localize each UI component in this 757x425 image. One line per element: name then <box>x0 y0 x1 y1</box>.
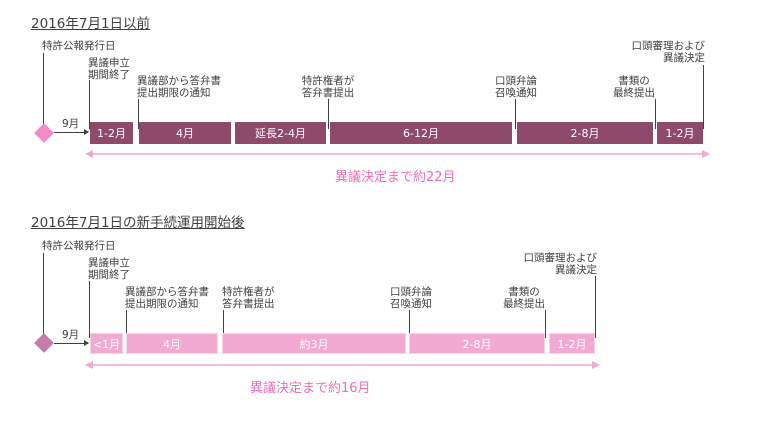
label-9-months: 9月 <box>62 118 80 130</box>
label-patentee-reply: 特許権者が 答弁書提出 <box>301 75 355 99</box>
marker-line <box>655 99 656 129</box>
segment-2: 4月 <box>139 122 231 144</box>
marker-line <box>89 281 90 338</box>
segment-3: 延長2-4月 <box>235 122 326 144</box>
total-duration-label: 異議決定まで約22月 <box>335 170 456 185</box>
total-duration-label: 異議決定まで約16月 <box>250 381 371 396</box>
label-patent-issue: 特許公報発行日 <box>42 40 116 52</box>
start-diamond-icon <box>34 123 54 143</box>
label-oral-summons: 口頭弁論 召喚通知 <box>390 286 432 310</box>
arrow-head-icon <box>84 129 89 135</box>
marker-line <box>703 65 704 129</box>
label-oral-decision: 口頭審理および 異議決定 <box>523 252 598 276</box>
section1-title: 2016年7月1日以前 <box>31 16 151 32</box>
label-opposition-end: 異議申立 期間終了 <box>88 57 130 81</box>
label-final-submission: 書類の 最終提出 <box>613 75 655 99</box>
segment-3: 約3月 <box>222 333 406 354</box>
section2-title: 2016年7月1日の新手続運用開始後 <box>31 215 245 231</box>
label-opposition-end: 異議申立 期間終了 <box>88 257 130 281</box>
marker-line <box>409 310 410 338</box>
marker-line <box>89 80 90 129</box>
marker-line <box>138 99 139 129</box>
label-final-submission: 書類の 最終提出 <box>503 286 545 310</box>
label-oral-summons: 口頭弁論 召喚通知 <box>495 75 537 99</box>
label-patentee-reply: 特許権者が 答弁書提出 <box>222 286 275 310</box>
arrow-line <box>54 343 88 344</box>
segment-1: <1月 <box>90 333 123 354</box>
marker-line <box>126 310 127 338</box>
marker-line <box>595 276 596 338</box>
marker-line <box>223 310 224 338</box>
label-notice-period: 異議部から答弁書 提出期限の通知 <box>137 75 221 99</box>
arrow-line <box>54 132 88 133</box>
total-duration-arrow <box>85 361 600 369</box>
marker-line <box>328 99 329 129</box>
label-patent-issue: 特許公報発行日 <box>42 240 116 252</box>
segment-4: 2-8月 <box>409 333 545 354</box>
segment-6: 1-2月 <box>657 122 703 144</box>
label-oral-decision: 口頭審理および 異議決定 <box>631 40 706 64</box>
segment-5: 2-8月 <box>517 122 653 144</box>
segment-1: 1-2月 <box>90 122 133 144</box>
marker-line <box>43 253 44 338</box>
segment-2: 4月 <box>126 333 218 354</box>
total-duration-arrow <box>85 150 710 158</box>
marker-line <box>515 99 516 129</box>
arrow-head-icon <box>84 340 89 346</box>
label-notice-period: 異議部から答弁書 提出期限の通知 <box>125 286 209 310</box>
start-diamond-icon <box>34 333 54 353</box>
marker-line <box>43 53 44 129</box>
segment-4: 6-12月 <box>330 122 512 144</box>
segment-5: 1-2月 <box>549 333 595 354</box>
marker-line <box>545 310 546 338</box>
label-9-months: 9月 <box>62 329 80 341</box>
